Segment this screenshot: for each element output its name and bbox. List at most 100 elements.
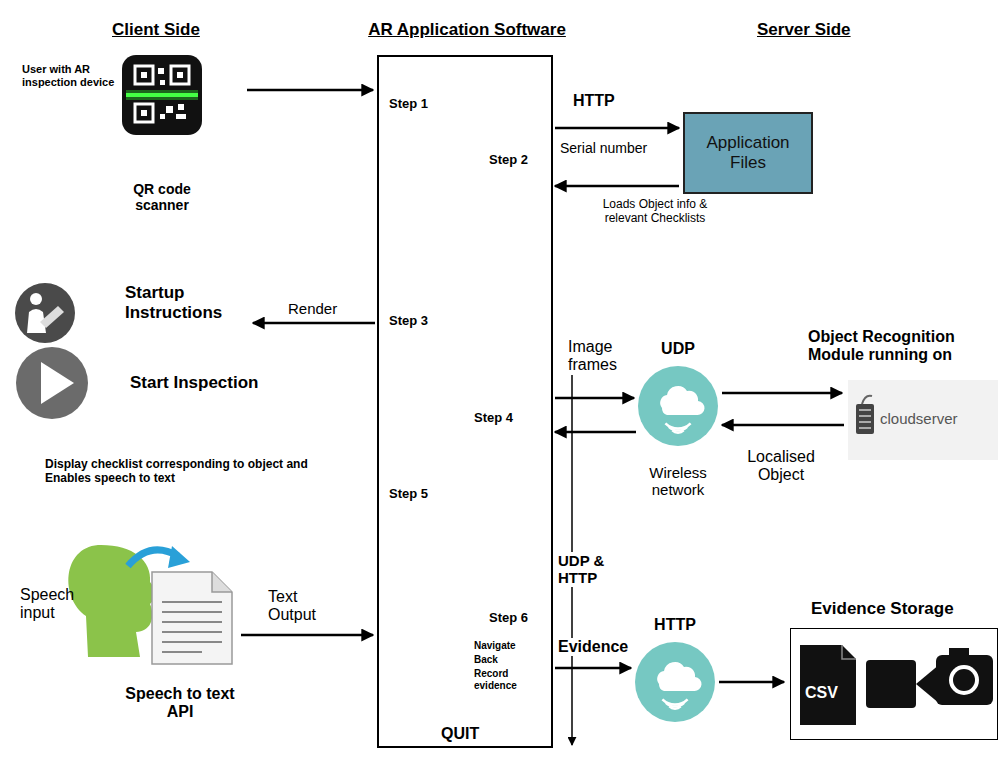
cloudserver-logo <box>859 410 871 428</box>
arrow-connector <box>555 667 631 670</box>
reader-icon <box>15 283 75 343</box>
speech-icon <box>162 602 222 652</box>
column-header: AR Application Software <box>339 20 595 40</box>
start-item: Start Inspection <box>15 347 285 419</box>
qr-icon <box>166 106 173 113</box>
arrow-connector <box>247 89 373 92</box>
step-label: Step 6 <box>489 611 528 626</box>
evidence-icons <box>949 665 979 695</box>
speech-icon <box>152 572 232 664</box>
cloudserver-logo <box>862 396 872 404</box>
cloud-circle <box>635 642 715 722</box>
wifi-arc <box>662 699 687 704</box>
qr-icon <box>171 66 189 84</box>
step-label: Step 5 <box>387 487 430 502</box>
play-icon <box>16 347 88 419</box>
box-label: Application Files <box>691 133 805 172</box>
evidence-storage: Evidence StorageCSV <box>790 628 998 740</box>
node-caption: QR code scanner <box>117 181 207 213</box>
wifi-arc <box>665 423 690 428</box>
evidence-icons <box>953 669 975 691</box>
note: Speech input <box>20 586 78 623</box>
step-label: Step 4 <box>474 411 513 426</box>
note: Display checklist corresponding to objec… <box>45 458 320 486</box>
qr-icon <box>141 72 147 78</box>
qr-icon <box>135 104 153 122</box>
edge-label: Loads Object info & relevant Checklists <box>580 198 730 226</box>
column-header: Server Side <box>757 20 851 40</box>
cloudserver-logo <box>856 404 874 434</box>
play-icon <box>41 362 74 404</box>
evidence-icons <box>842 645 856 659</box>
reader-icon <box>30 293 42 305</box>
icon-text: CSV <box>805 684 838 702</box>
arrow-connector <box>722 424 844 427</box>
cloud-shape <box>660 386 704 415</box>
node-caption: Wireless network <box>626 464 730 499</box>
cloud-server: Object Recognition Module running onclou… <box>848 380 998 460</box>
qr-icon <box>178 104 184 110</box>
step-label: Step 2 <box>489 153 528 168</box>
edge-label: Localised Object <box>738 448 824 485</box>
startup-item: Startup Instructions <box>15 283 233 345</box>
qr-icon <box>176 114 186 119</box>
cloud-circle <box>638 366 718 446</box>
evidence-icons <box>800 645 993 725</box>
reader-icon <box>40 306 64 328</box>
reader-icon <box>15 283 75 343</box>
cloud-shape <box>657 662 701 691</box>
qr-icon <box>126 93 198 97</box>
qr-icon <box>126 90 198 100</box>
protocol-label: UDP & HTTP <box>556 552 622 587</box>
qr-icon <box>160 80 165 85</box>
network-cloud: HTTP <box>635 642 715 722</box>
speech-icon <box>68 545 232 664</box>
protocol-label: HTTP <box>573 92 615 110</box>
evidence-icons <box>800 645 856 725</box>
arrow-connector <box>555 431 636 434</box>
qr-icon <box>158 68 164 74</box>
menu-item: Back <box>474 654 498 666</box>
edge-label: Render <box>288 300 337 317</box>
flow-arrow <box>571 340 573 745</box>
column-header: Client Side <box>112 20 200 40</box>
network-cloud: UDPWireless network <box>638 366 718 446</box>
arrow-connector <box>555 185 679 188</box>
qr-icon <box>122 55 202 135</box>
step-label: Step 3 <box>389 314 428 329</box>
edge-label: Serial number <box>560 140 647 156</box>
protocol-label: HTTP <box>635 616 715 634</box>
cloud-circle <box>635 642 715 722</box>
edge-label: Text Output <box>268 588 330 625</box>
note: User with AR inspection device <box>22 63 118 88</box>
item-label: Start Inspection <box>130 373 285 393</box>
arrow-connector <box>719 681 784 684</box>
speech-icon <box>168 546 190 568</box>
arrow-connector <box>253 322 375 325</box>
edge-label: Evidence <box>556 638 630 656</box>
qr-scanner: QR code scanner <box>122 55 202 135</box>
arrow-connector <box>555 397 634 400</box>
node-caption: Speech to text API <box>122 685 238 722</box>
evidence-icons <box>936 655 993 705</box>
qr-icon <box>160 114 165 119</box>
qr-icon <box>135 66 153 84</box>
cloudserver-logo <box>848 380 998 460</box>
cloudserver-logo <box>848 380 998 460</box>
qr-icon <box>177 72 183 78</box>
server-files-box: Application Files <box>683 112 813 194</box>
protocol-label: UDP <box>638 340 718 358</box>
quit-label: QUIT <box>441 725 479 743</box>
arrow-connector <box>555 127 679 130</box>
speech-api: Speech to text API <box>80 540 235 662</box>
menu-item: Navigate <box>474 640 516 652</box>
play-icon <box>16 347 88 419</box>
cloud-circle <box>638 366 718 446</box>
arrow-connector <box>722 392 842 395</box>
qr-icon <box>141 110 147 116</box>
app-box: AR Application SoftwareStep 1Step 2Step … <box>377 55 553 748</box>
step-label: Step 1 <box>389 97 428 112</box>
speech-icon <box>68 545 159 657</box>
qr-icon <box>122 55 202 135</box>
